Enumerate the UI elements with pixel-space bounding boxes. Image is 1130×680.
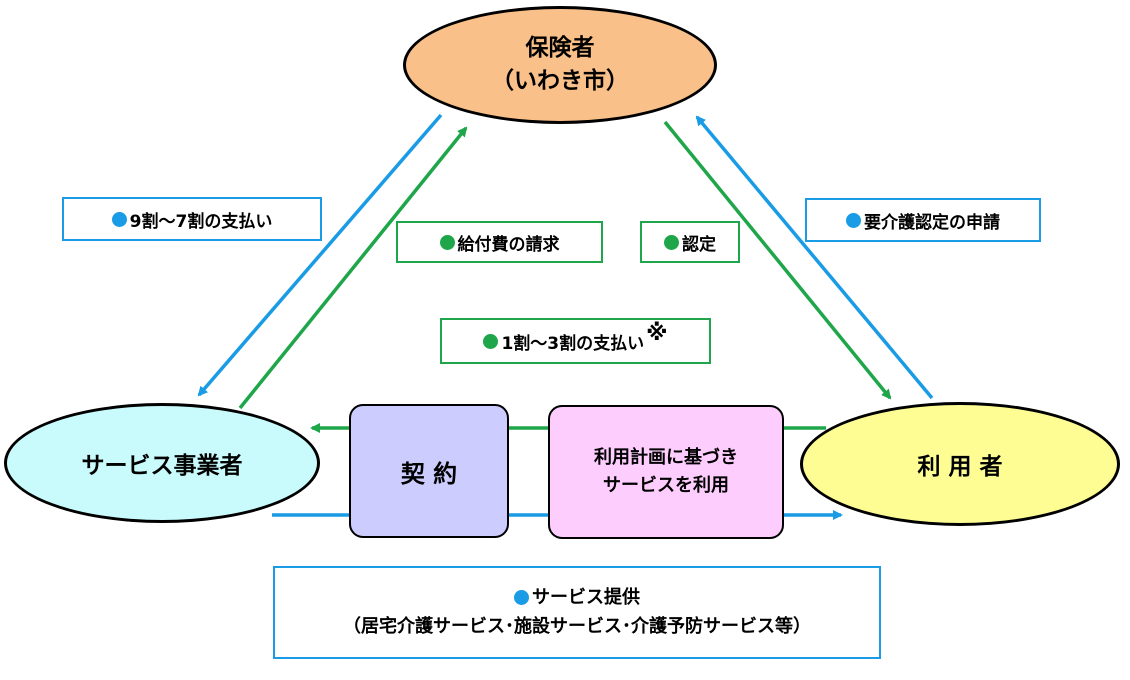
green-dot-icon (664, 234, 679, 250)
label-pay-10-30: 1割～3割の支払い ※ (440, 318, 711, 364)
label-benefit-claim: 給付費の請求 (396, 221, 603, 263)
green-dot-icon (483, 333, 499, 349)
arrow-provider-to-insurer (238, 126, 468, 410)
label-care-application-text: 要介護認定の申請 (864, 212, 1000, 233)
usage-plan-line1: 利用計画に基づき (594, 447, 738, 469)
blue-dot-icon (111, 211, 127, 227)
label-service-provision: サービス提供 （居宅介護サービス･施設サービス･介護予防サービス等） (273, 566, 881, 659)
service-provision-title: サービス提供 (532, 586, 640, 608)
insurer-name: 保険者 (525, 34, 595, 61)
arrow-insurer-to-user (663, 120, 892, 400)
label-pay-90-70-text: 9割～7割の支払い (129, 211, 273, 232)
usage-plan-box: 利用計画に基づき サービスを利用 (548, 405, 784, 539)
arrow-insurer-to-provider (197, 113, 443, 397)
insurer-city: （いわき市） (491, 68, 629, 94)
label-benefit-claim-text: 給付費の請求 (457, 234, 560, 255)
contract-label: 契 約 (400, 459, 458, 488)
user-label: 利 用 者 (917, 454, 1003, 480)
contract-box: 契 約 (349, 404, 509, 538)
label-care-application: 要介護認定の申請 (805, 198, 1041, 242)
blue-dot-icon (846, 212, 861, 228)
service-provider-label: サービス事業者 (81, 453, 243, 479)
user-node: 利 用 者 (800, 402, 1120, 526)
label-pay-10-30-text: 1割～3割の支払い (501, 333, 645, 354)
usage-plan-line2: サービスを利用 (603, 475, 729, 496)
note-mark: ※ (646, 320, 668, 346)
arrow-user-to-insurer (695, 115, 934, 400)
label-certification: 認定 (640, 221, 740, 263)
label-certification-text: 認定 (682, 234, 716, 255)
service-provider-node: サービス事業者 (4, 403, 320, 523)
service-provision-detail: （居宅介護サービス･施設サービス･介護予防サービス等） (343, 615, 811, 637)
green-dot-icon (439, 234, 455, 250)
insurer-node: 保険者 （いわき市） (403, 6, 717, 124)
blue-dot-icon (514, 589, 529, 605)
label-pay-90-70: 9割～7割の支払い (62, 197, 322, 241)
